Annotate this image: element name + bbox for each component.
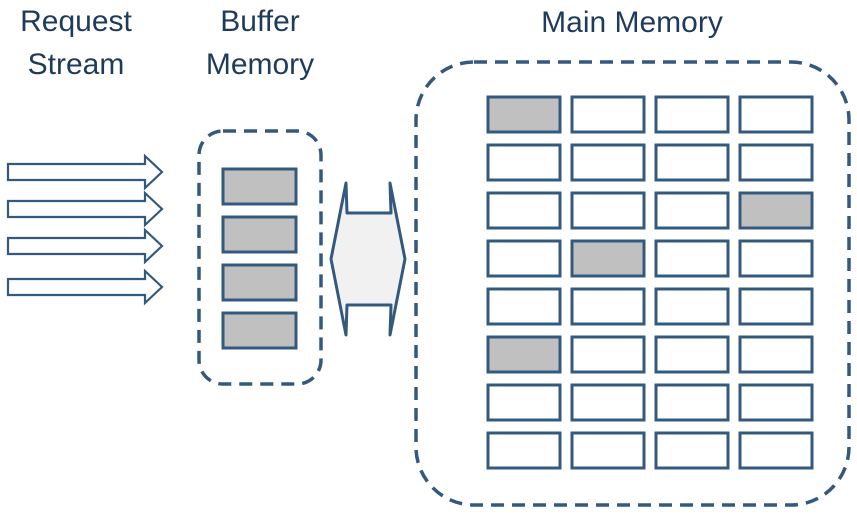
buffer-memory-container (197, 129, 323, 386)
memory-cell-empty (570, 191, 646, 230)
bidirectional-transfer-arrow (329, 181, 407, 337)
memory-cell-empty (738, 431, 814, 470)
main-memory-cells (486, 95, 814, 470)
memory-cell-empty (654, 143, 730, 182)
memory-cell-empty (570, 383, 646, 422)
memory-cell-empty (486, 191, 562, 230)
memory-cell-empty (654, 239, 730, 278)
memory-cell-empty (738, 383, 814, 422)
request-arrow-icon (6, 227, 164, 265)
request-arrow-icon (6, 153, 164, 191)
buffer-slot-occupied (221, 215, 298, 254)
buffer-memory-label: Buffer Memory (186, 0, 334, 86)
memory-cell-empty (738, 143, 814, 182)
buffer-memory-label-line1: Buffer (220, 5, 300, 38)
buffer-slot-occupied (221, 167, 298, 206)
memory-cell-empty (570, 287, 646, 326)
memory-cell-occupied (486, 95, 562, 134)
memory-cell-occupied (570, 239, 646, 278)
main-memory-label: Main Memory (541, 6, 723, 39)
memory-cell-empty (654, 431, 730, 470)
memory-cell-empty (738, 335, 814, 374)
memory-cell-empty (654, 287, 730, 326)
memory-cell-empty (654, 383, 730, 422)
buffer-slot-occupied (221, 263, 298, 302)
request-stream-arrows (6, 153, 164, 306)
main-memory-container (414, 60, 851, 507)
request-stream-label-line1: Request (20, 5, 132, 38)
memory-cell-empty (654, 95, 730, 134)
memory-cell-empty (486, 239, 562, 278)
memory-cell-empty (486, 383, 562, 422)
memory-cell-empty (654, 335, 730, 374)
memory-cell-empty (738, 287, 814, 326)
memory-cell-empty (486, 143, 562, 182)
memory-cell-empty (570, 431, 646, 470)
memory-cell-empty (570, 95, 646, 134)
memory-cell-empty (570, 335, 646, 374)
buffer-memory-label-line2: Memory (205, 48, 315, 81)
memory-cell-empty (486, 287, 562, 326)
memory-cell-empty (738, 239, 814, 278)
request-stream-label-line2: Stream (27, 48, 125, 81)
memory-cell-occupied (738, 191, 814, 230)
request-arrow-icon (6, 268, 164, 306)
request-arrow-icon (6, 190, 164, 228)
memory-cell-occupied (486, 335, 562, 374)
memory-cell-empty (486, 431, 562, 470)
memory-cell-empty (738, 95, 814, 134)
buffer-slots (221, 167, 298, 350)
memory-cell-empty (570, 143, 646, 182)
buffer-slot-occupied (221, 311, 298, 350)
request-stream-label: Request Stream (0, 0, 152, 86)
memory-cell-empty (654, 191, 730, 230)
